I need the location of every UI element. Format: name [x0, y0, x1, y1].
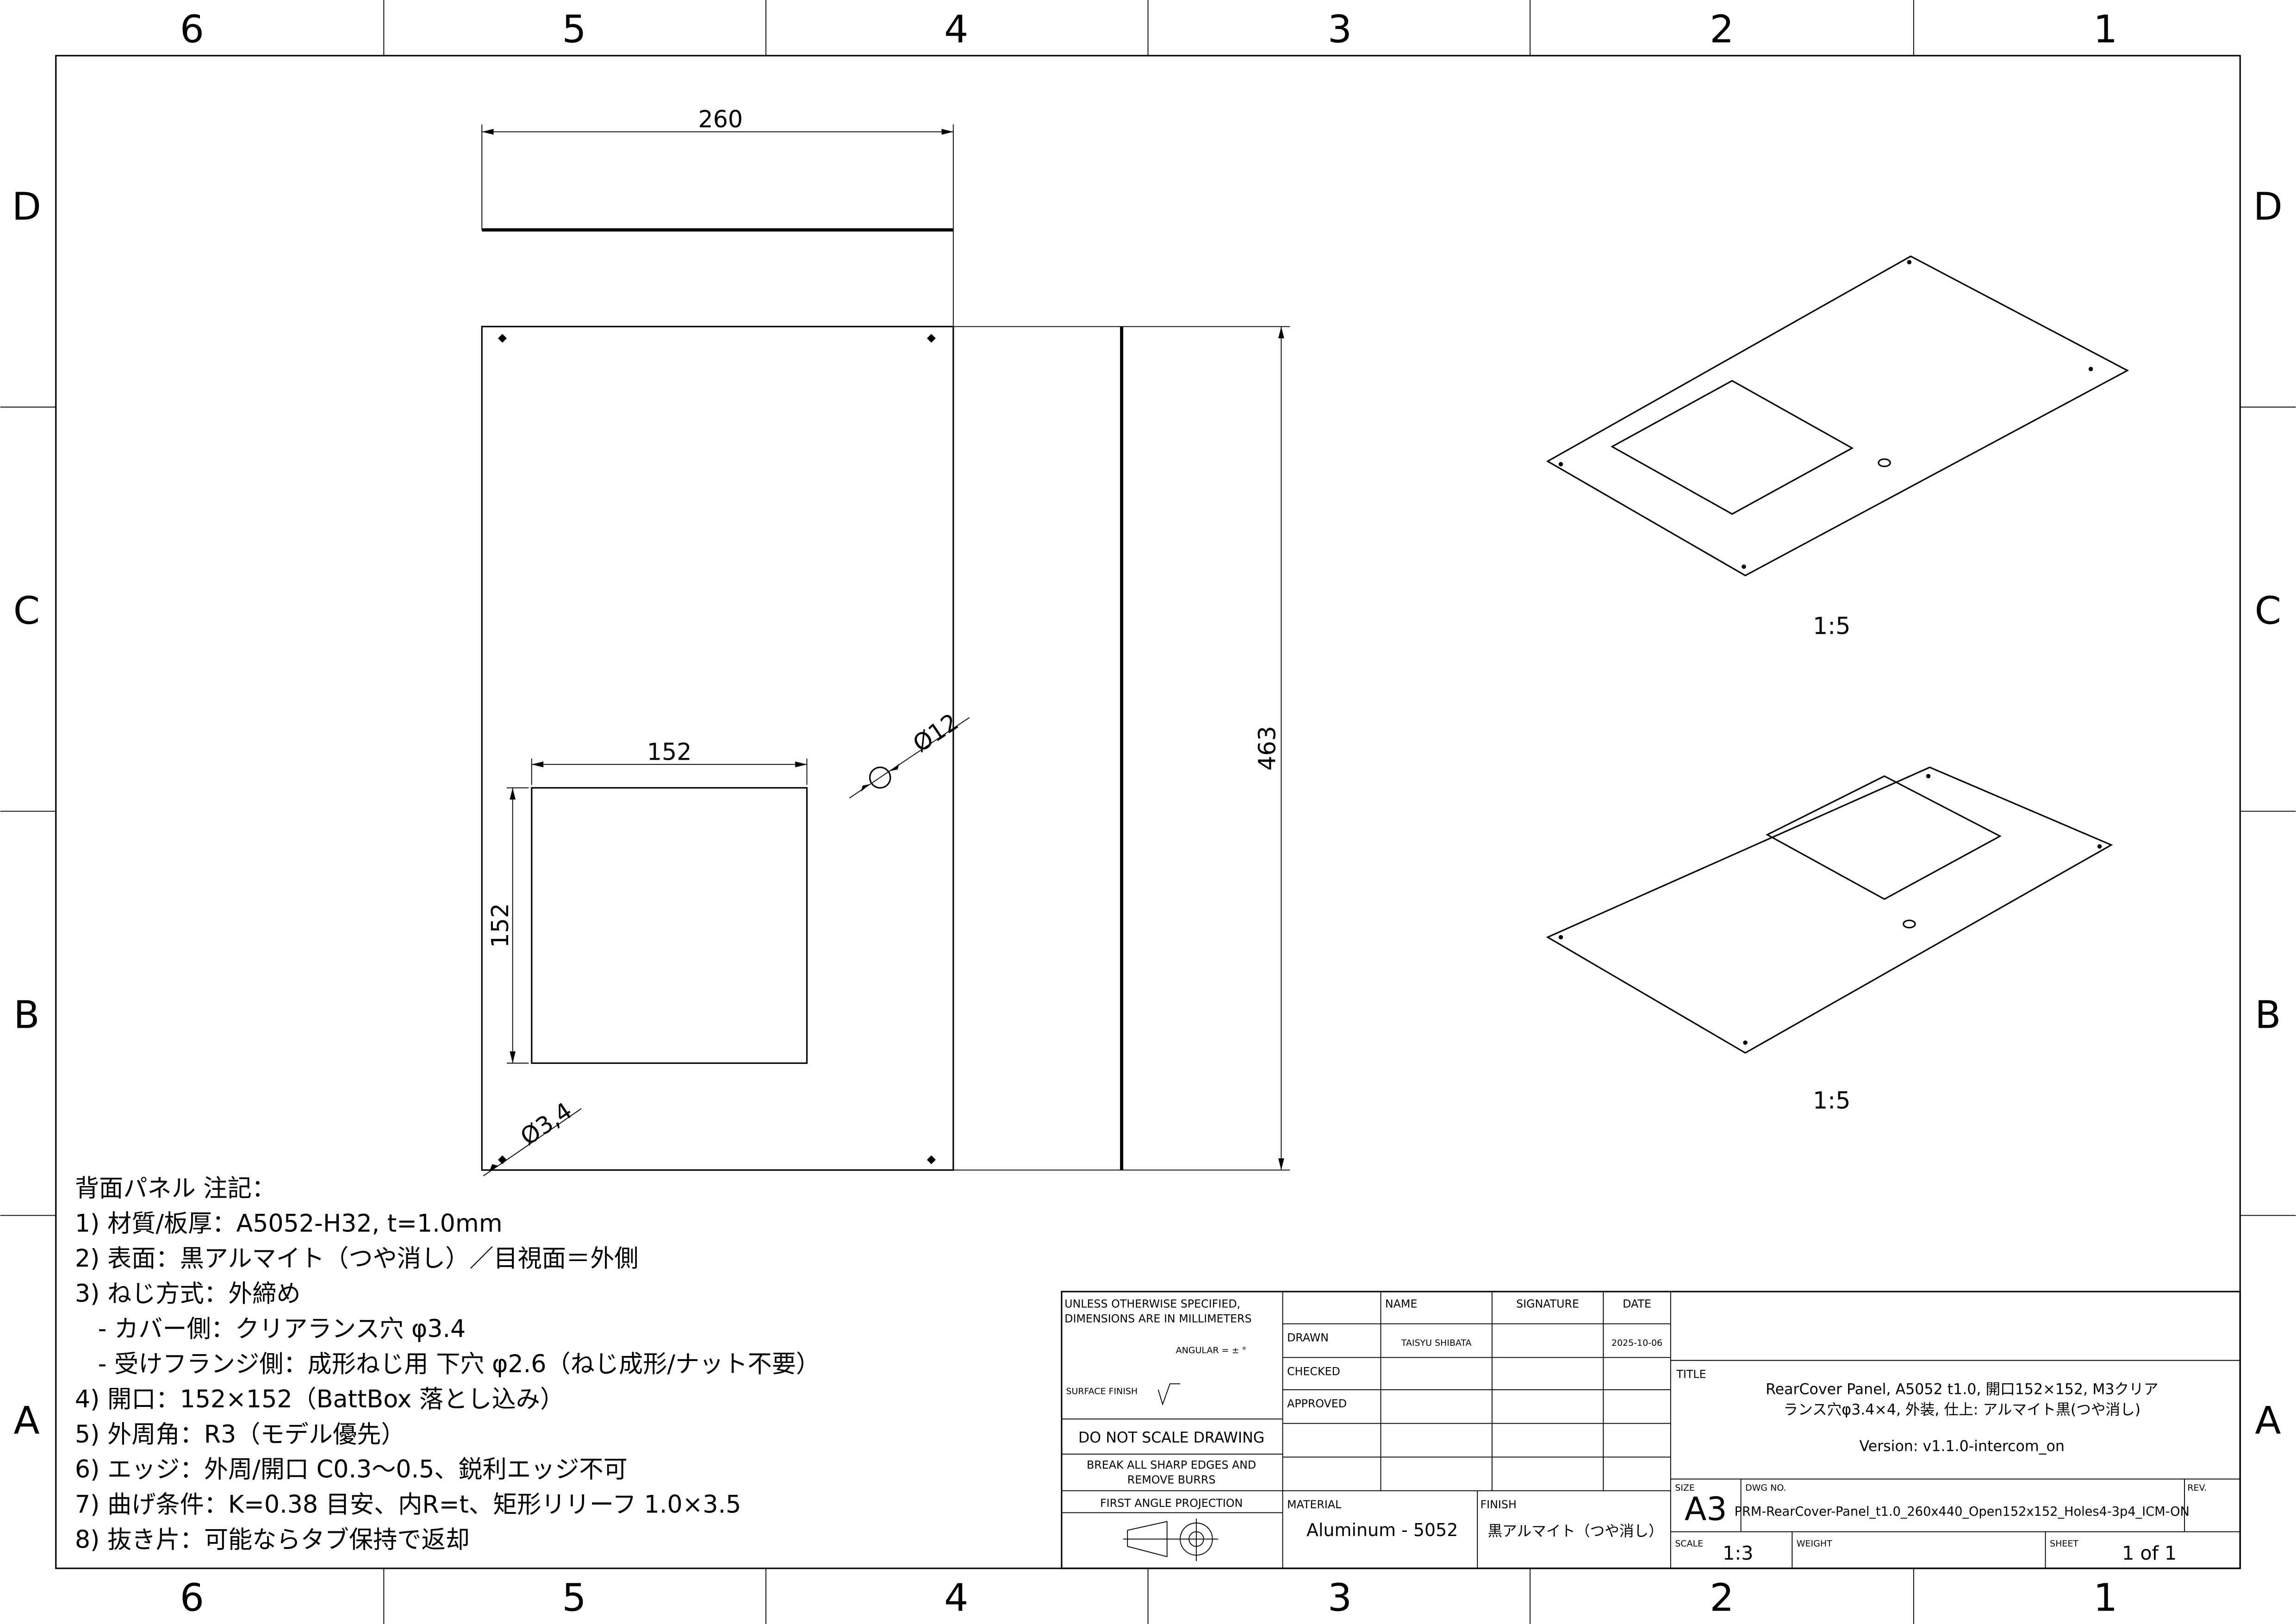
front-view-panel [481, 325, 954, 1171]
tb-drawn-name: TAISYU SHIBATA [1401, 1338, 1472, 1348]
zone-col-label: 6 [180, 8, 204, 52]
tb-size: A3 [1685, 1490, 1727, 1528]
tb-approved-label: APPROVED [1287, 1397, 1347, 1410]
dim-width-label: 260 [698, 106, 743, 133]
dim-opening-w-label: 152 [647, 738, 692, 766]
tb-do-not-scale: DO NOT SCALE DRAWING [1078, 1430, 1264, 1446]
first-angle-projection-icon [1123, 1518, 1219, 1561]
dimension-opening-width: 152 [531, 738, 808, 785]
tb-version: Version: v1.1.0-intercom_on [1860, 1438, 2065, 1455]
tb-material: Aluminum - 5052 [1307, 1520, 1458, 1540]
note-line: 4) 開口：152×152（BattBox 落とし込み） [75, 1386, 564, 1413]
zone-col-label: 6 [180, 1576, 204, 1620]
note-line: - 受けフランジ側：成形ねじ用 下穴 φ2.6（ねじ成形/ナット不要） [75, 1350, 820, 1378]
tb-header-date: DATE [1623, 1298, 1651, 1311]
tb-unless-2: DIMENSIONS ARE IN MILLIMETERS [1064, 1312, 1251, 1325]
zone-labels: 6 5 4 3 2 1 6 5 4 3 2 1 D C B A D C B A [12, 8, 2283, 1620]
tb-size-label: SIZE [1675, 1483, 1695, 1493]
tb-scale: 1:3 [1723, 1542, 1753, 1564]
tb-angular: ANGULAR = ± ° [1176, 1345, 1246, 1355]
dimension-width: 260 [481, 106, 954, 327]
side-view: 463 [953, 326, 1290, 1171]
zone-col-label: 5 [562, 1576, 586, 1620]
zone-row-label: C [13, 589, 40, 633]
tb-surface-finish: SURFACE FINISH [1066, 1386, 1138, 1396]
dim-height-label: 463 [1254, 726, 1281, 771]
title-block: UNLESS OTHERWISE SPECIFIED, DIMENSIONS A… [1061, 1291, 2241, 1569]
zone-col-label: 5 [562, 8, 586, 52]
notes: 背面パネル 注記： 1) 材質/板厚：A5052-H32, t=1.0mm 2)… [75, 1174, 820, 1554]
zone-row-label: B [13, 993, 39, 1037]
dim-opening-h-label: 152 [486, 903, 514, 948]
iso-2-scale: 1:5 [1813, 1087, 1850, 1114]
tb-dwg-label: DWG NO. [1745, 1483, 1786, 1493]
tb-title-line-1: RearCover Panel, A5052 t1.0, 開口152×152, … [1766, 1381, 2158, 1398]
zone-row-label: C [2255, 589, 2281, 633]
surface-finish-icon [1157, 1383, 1181, 1406]
tb-checked-label: CHECKED [1287, 1365, 1340, 1378]
note-line: 6) エッジ：外周/開口 C0.3〜0.5、鋭利エッジ不可 [75, 1456, 628, 1484]
notes-heading: 背面パネル 注記： [75, 1174, 276, 1202]
zone-col-label: 2 [1710, 8, 1734, 52]
iso-1-scale: 1:5 [1813, 612, 1850, 640]
note-line: - カバー側：クリアランス穴 φ3.4 [75, 1315, 466, 1343]
note-line: 2) 表面：黒アルマイト（つや消し）／目視面＝外側 [75, 1245, 639, 1273]
tb-title-label: TITLE [1676, 1368, 1706, 1381]
zone-col-label: 1 [2093, 8, 2117, 52]
zone-row-label: D [2253, 185, 2283, 229]
zone-row-label: A [2255, 1399, 2281, 1443]
note-line: 1) 材質/板厚：A5052-H32, t=1.0mm [75, 1210, 503, 1237]
note-line: 8) 抜き片：可能ならタブ保持で返却 [75, 1526, 470, 1554]
zone-col-label: 1 [2093, 1576, 2117, 1620]
tb-sheet-label: SHEET [2050, 1538, 2078, 1549]
dimension-opening-height: 152 [486, 787, 529, 1064]
tb-rev-label: REV. [2187, 1483, 2207, 1493]
zone-col-label: 3 [1328, 8, 1352, 52]
tb-sheet: 1 of 1 [2122, 1542, 2177, 1564]
tb-weight-label: WEIGHT [1797, 1538, 1832, 1549]
isometric-view-2: 1:5 [1546, 766, 2113, 1114]
zone-row-label: A [13, 1399, 39, 1443]
note-line: 7) 曲げ条件：K=0.38 目安、内R=t、矩形リリーフ 1.0×3.5 [75, 1491, 741, 1519]
tb-break-edges-1: BREAK ALL SHARP EDGES AND [1087, 1459, 1256, 1472]
note-line: 3) ねじ方式：外締め [75, 1280, 301, 1308]
isometric-view-1: 1:5 [1546, 255, 2129, 640]
tb-unless-1: UNLESS OTHERWISE SPECIFIED, [1064, 1298, 1240, 1311]
tb-drawn-label: DRAWN [1287, 1331, 1329, 1344]
zone-col-label: 2 [1710, 1576, 1734, 1620]
zone-row-label: B [2255, 993, 2281, 1037]
note-line: 5) 外周角：R3（モデル優先） [75, 1421, 405, 1449]
zone-col-label: 4 [944, 1576, 968, 1620]
tb-header-name: NAME [1385, 1298, 1417, 1311]
tb-scale-label: SCALE [1675, 1538, 1703, 1549]
tb-projection: FIRST ANGLE PROJECTION [1100, 1497, 1243, 1510]
tb-material-label: MATERIAL [1287, 1498, 1342, 1511]
tb-finish-label: FINISH [1481, 1498, 1517, 1511]
zone-col-label: 4 [944, 8, 968, 52]
tb-title-line-2: ランス穴φ3.4×4, 外装, 仕上: アルマイト黒(つや消し) [1783, 1402, 2140, 1418]
tb-drawn-date: 2025-10-06 [1612, 1338, 1662, 1348]
battbox-opening [531, 787, 808, 1064]
zone-row-label: D [12, 185, 41, 229]
zone-col-label: 3 [1328, 1576, 1352, 1620]
tb-header-signature: SIGNATURE [1516, 1298, 1579, 1311]
tb-finish: 黒アルマイト（つや消し） [1488, 1523, 1663, 1540]
tb-break-edges-2: REMOVE BURRS [1127, 1473, 1216, 1486]
tb-dwg-no: PRM-RearCover-Panel_t1.0_260x440_Open152… [1735, 1505, 2190, 1519]
